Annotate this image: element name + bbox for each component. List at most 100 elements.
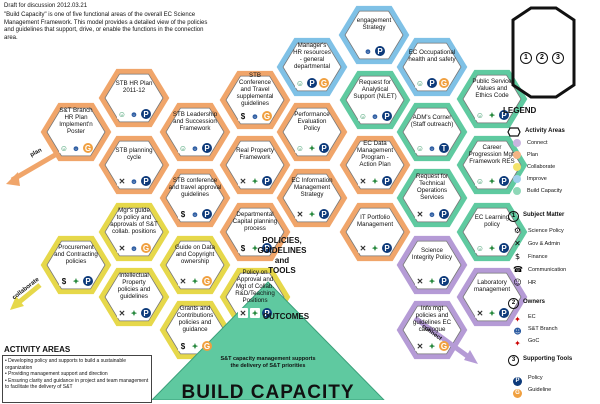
policies-guidelines-tools-label: POLICIES, GUIDELINES and TOOLS [257,236,307,275]
legend-owner-2: ✦GoC [513,336,539,349]
hex-label-line: Program - [361,154,389,161]
guideline-g-icon: G [319,78,329,88]
legend-item-label: Build Capacity [527,188,563,194]
st-branch-icon: ☻ [427,143,437,153]
guideline-g-icon: G [439,78,449,88]
policy-p-icon: P [427,78,437,88]
st-branch-icon: ☻ [363,46,373,56]
canada-leaf-icon: ✦ [71,276,81,286]
hex-label-line: Policy on [242,268,268,276]
hex-label-line: Departmental [236,210,274,218]
hex-label-line: Mgr's guide [118,207,150,214]
hex-label-line: and travel approval [168,183,222,191]
hex-label-line: Capital planning [232,217,278,225]
policy-p-icon: P [319,143,329,153]
hex-label-line: Positions [242,296,268,304]
hex-label-adm_corner[interactable]: ADM's Corner(Staff outreach) [404,114,460,128]
activity-color-dot [513,187,521,195]
communication-icon: T [439,143,449,153]
subject-icon: ☎ [513,265,523,274]
hr-person-icon: ☺ [178,143,188,153]
finance-dollar-icon: $ [238,243,248,253]
collaborate-arrow-head [10,296,24,310]
policy-p-icon: P [382,176,392,186]
policy-p-icon: P [307,78,317,88]
hex-label-line: STB conference [172,176,218,184]
canada-leaf-icon: ✦ [427,341,437,351]
activity-areas-hex-icon [507,127,521,137]
legend-owner-0: ✦EC [513,312,536,325]
policy-p-icon: P [141,176,151,186]
subject-icon: ⚙ [513,226,522,235]
hex-label-line: Values and [476,84,508,92]
legend-tools-title: Supporting Tools [523,356,573,362]
hex-label-line: ownership [180,257,210,265]
hex-label-line: and Contracting [54,250,98,258]
activity-color-dot [513,139,521,147]
st-branch-icon: ☻ [250,111,260,121]
hex-label-line: Support (NLET) [353,92,397,100]
plan-arrow-line [10,152,57,183]
hex-label-line: Contributions [176,312,214,319]
guideline-g-icon: G [141,243,151,253]
legend-activity-3: Improve [513,175,547,183]
st-branch-icon: ☻ [129,243,139,253]
pyramid-caption: S&T capacity management supports the del… [220,356,316,369]
legend-item-label: Finance [528,253,548,260]
hex-label-line: Guide on Data [175,243,215,251]
guideline-g-icon: G [83,143,93,153]
hex-label-line: process [244,224,266,232]
hex-label-line: Strategy [300,190,324,198]
canada-leaf-icon: ✦ [427,276,437,286]
gov-admin-tools-icon: ✕ [117,243,127,253]
activity-color-dot [513,151,521,159]
hex-label-line: Ethics Code [475,91,509,99]
canada-leaf-icon: ✦ [129,308,139,318]
hex-label-line: EC Learning [474,214,510,221]
hex-label-line: guidance [182,326,208,333]
hr-person-icon: ☺ [475,110,485,120]
hr-person-icon: ☺ [358,111,368,121]
legend-activity-0: Connect [513,139,548,147]
hex-label-line: IT Portfolio [360,214,390,221]
gov-admin-tools-icon: ✕ [295,209,305,219]
legend-hexagon [511,6,576,99]
hex-label-line: STB Leadership [172,110,218,118]
canada-leaf-icon: ✦ [487,176,497,186]
hex-label-line: policy [484,221,500,228]
legend-item-label: Collaborate [527,164,556,170]
hex-label-line: Public Service [472,77,512,85]
hex-label-line: policies and [415,312,449,319]
